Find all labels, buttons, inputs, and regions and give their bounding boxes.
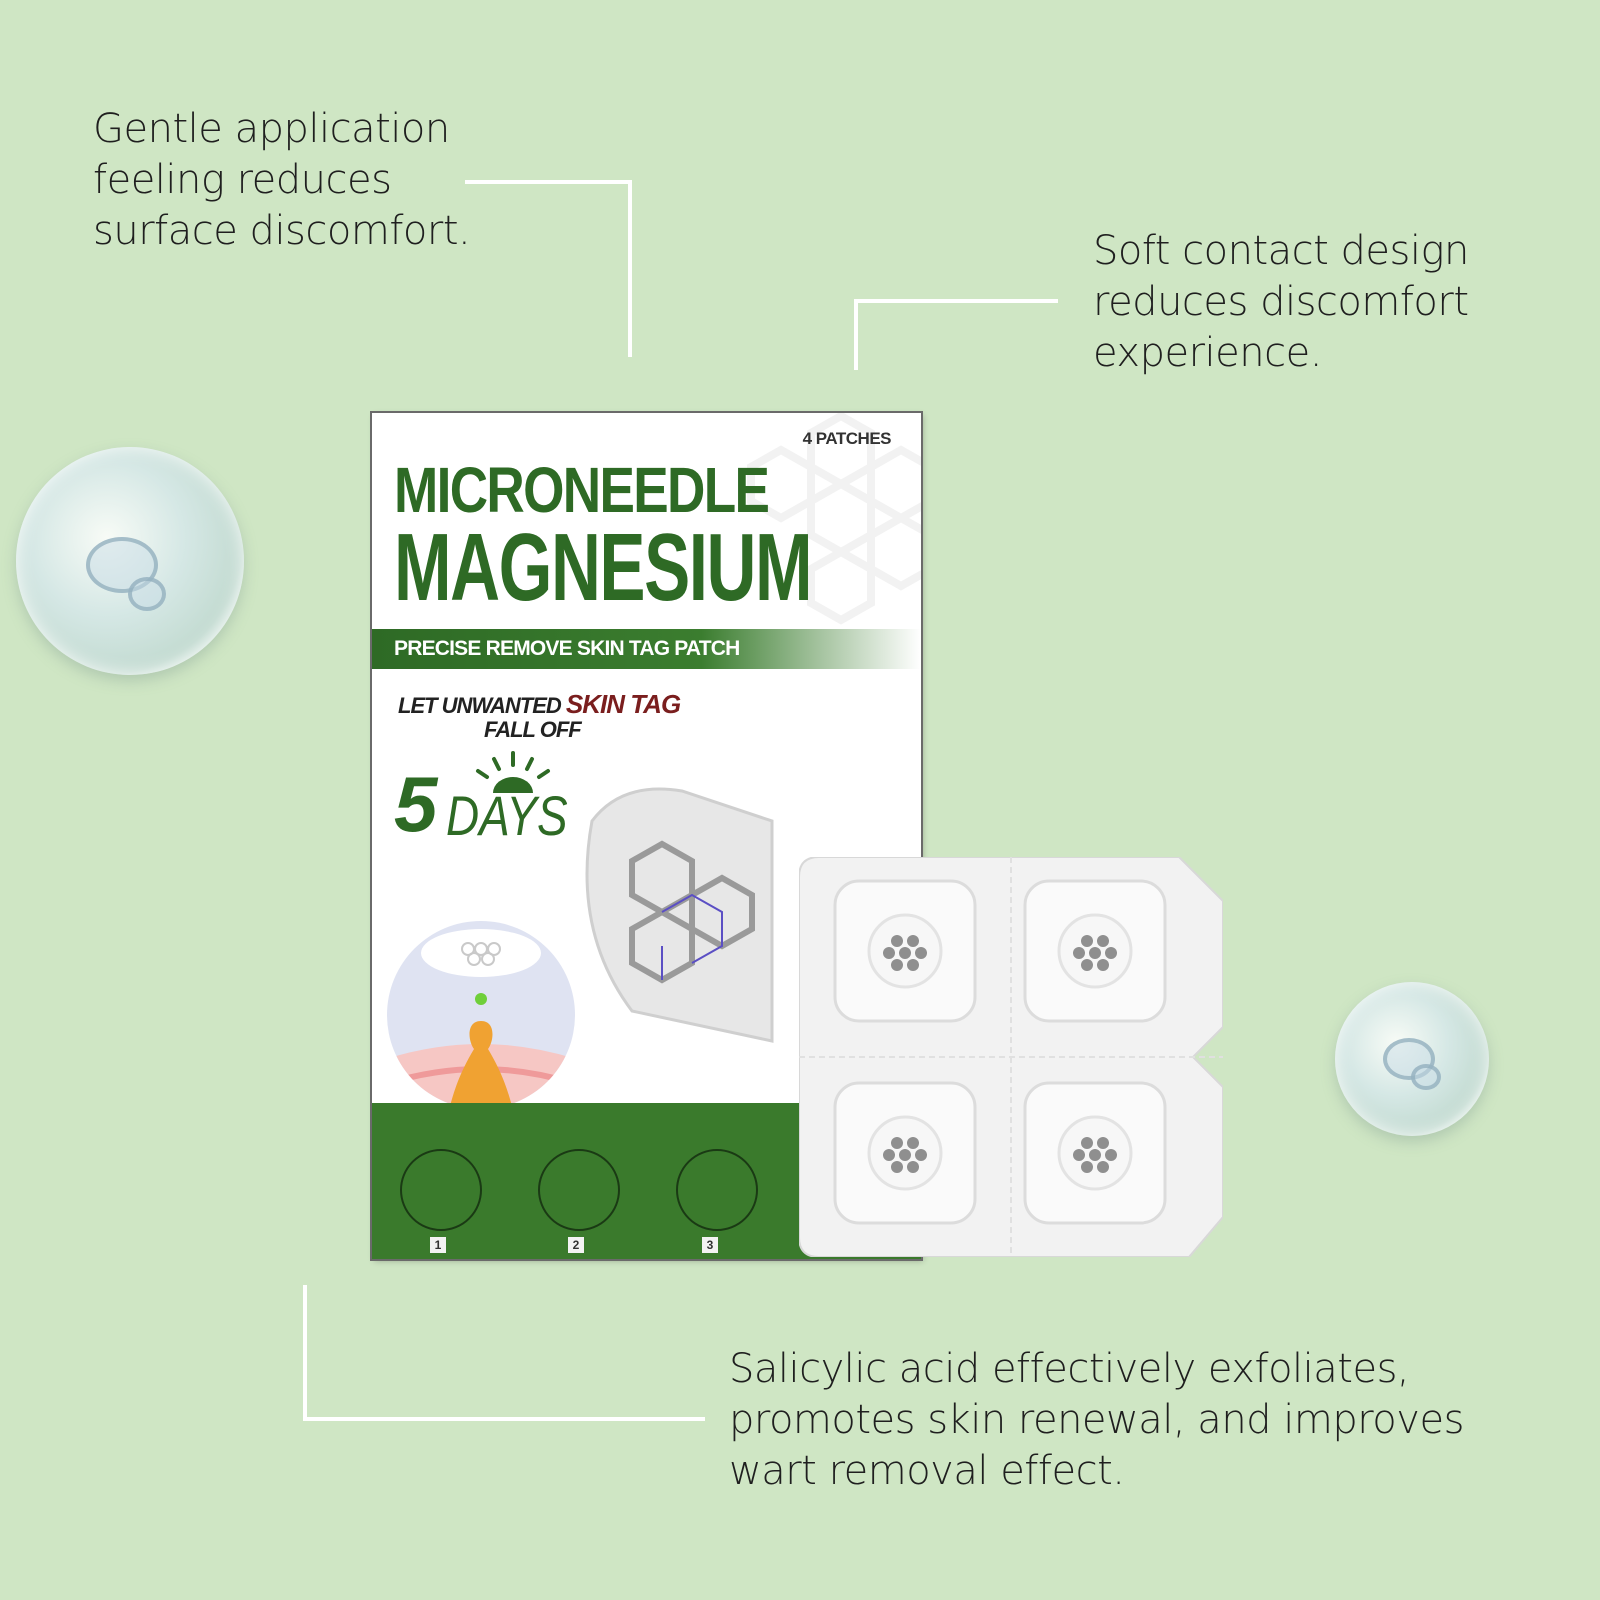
step-number: 1 — [430, 1237, 446, 1253]
subtitle-text: PRECISE REMOVE SKIN TAG PATCH — [394, 637, 740, 660]
gel-droplet-right — [1335, 982, 1489, 1136]
callout-line: feeling reduces — [93, 157, 392, 203]
hexagon-pattern — [747, 413, 921, 625]
patch-count-label: 4 PATCHES — [802, 429, 892, 448]
callout-soft-contact: Soft contact design reduces discomfort e… — [1093, 226, 1469, 379]
leader-line-bottom-v — [303, 1285, 307, 1421]
step-press-patch-icon — [676, 1149, 758, 1231]
tagline-highlight: SKIN TAG — [565, 689, 681, 719]
callout-line: Gentle application — [93, 106, 450, 152]
step-apply-patch-icon — [538, 1149, 620, 1231]
callout-line: Soft contact design — [1093, 228, 1469, 274]
tagline-line1: LET UNWANTED SKIN TAG — [398, 689, 681, 720]
leader-line-top-right-v — [854, 299, 858, 370]
subtitle-band — [372, 629, 921, 669]
tagline-line2: FALL OFF — [484, 717, 582, 742]
product-title-line1: MICRONEEDLE — [394, 454, 770, 526]
callout-line: surface discomfort. — [93, 208, 471, 254]
leader-line-bottom-h — [303, 1417, 705, 1421]
callout-line: Salicylic acid effectively exfoliates, — [729, 1346, 1410, 1392]
callout-gentle-application: Gentle application feeling reduces surfa… — [93, 104, 471, 257]
gel-droplet-left — [16, 447, 244, 675]
patch-blister-tray — [799, 857, 1223, 1257]
callout-line: reduces discomfort — [1093, 279, 1469, 325]
callout-line: experience. — [1093, 330, 1322, 376]
product-title-line2: MAGNESIUM — [394, 514, 813, 621]
step-wash-face-icon — [400, 1149, 482, 1231]
step-number: 3 — [702, 1237, 718, 1253]
callout-line: wart removal effect. — [729, 1448, 1125, 1494]
step-number: 2 — [568, 1237, 584, 1253]
callout-salicylic-acid: Salicylic acid effectively exfoliates, p… — [729, 1344, 1464, 1497]
callout-line: promotes skin renewal, and improves — [729, 1397, 1464, 1443]
leader-line-top-left-v — [628, 180, 632, 357]
sunrise-icon — [476, 751, 550, 793]
skin-tag-diagram — [387, 921, 575, 1109]
leader-line-top-right-h — [854, 299, 1058, 303]
product-box: 4 PATCHES MICRONEEDLE MAGNESIUM PRECISE … — [372, 413, 921, 1259]
tagline-part: LET UNWANTED — [398, 693, 562, 718]
leader-line-top-left-h — [465, 180, 632, 184]
microneedle-patch-illustration — [585, 787, 774, 1043]
days-number: 5 — [394, 760, 438, 848]
days-label: DAYS — [446, 784, 568, 847]
